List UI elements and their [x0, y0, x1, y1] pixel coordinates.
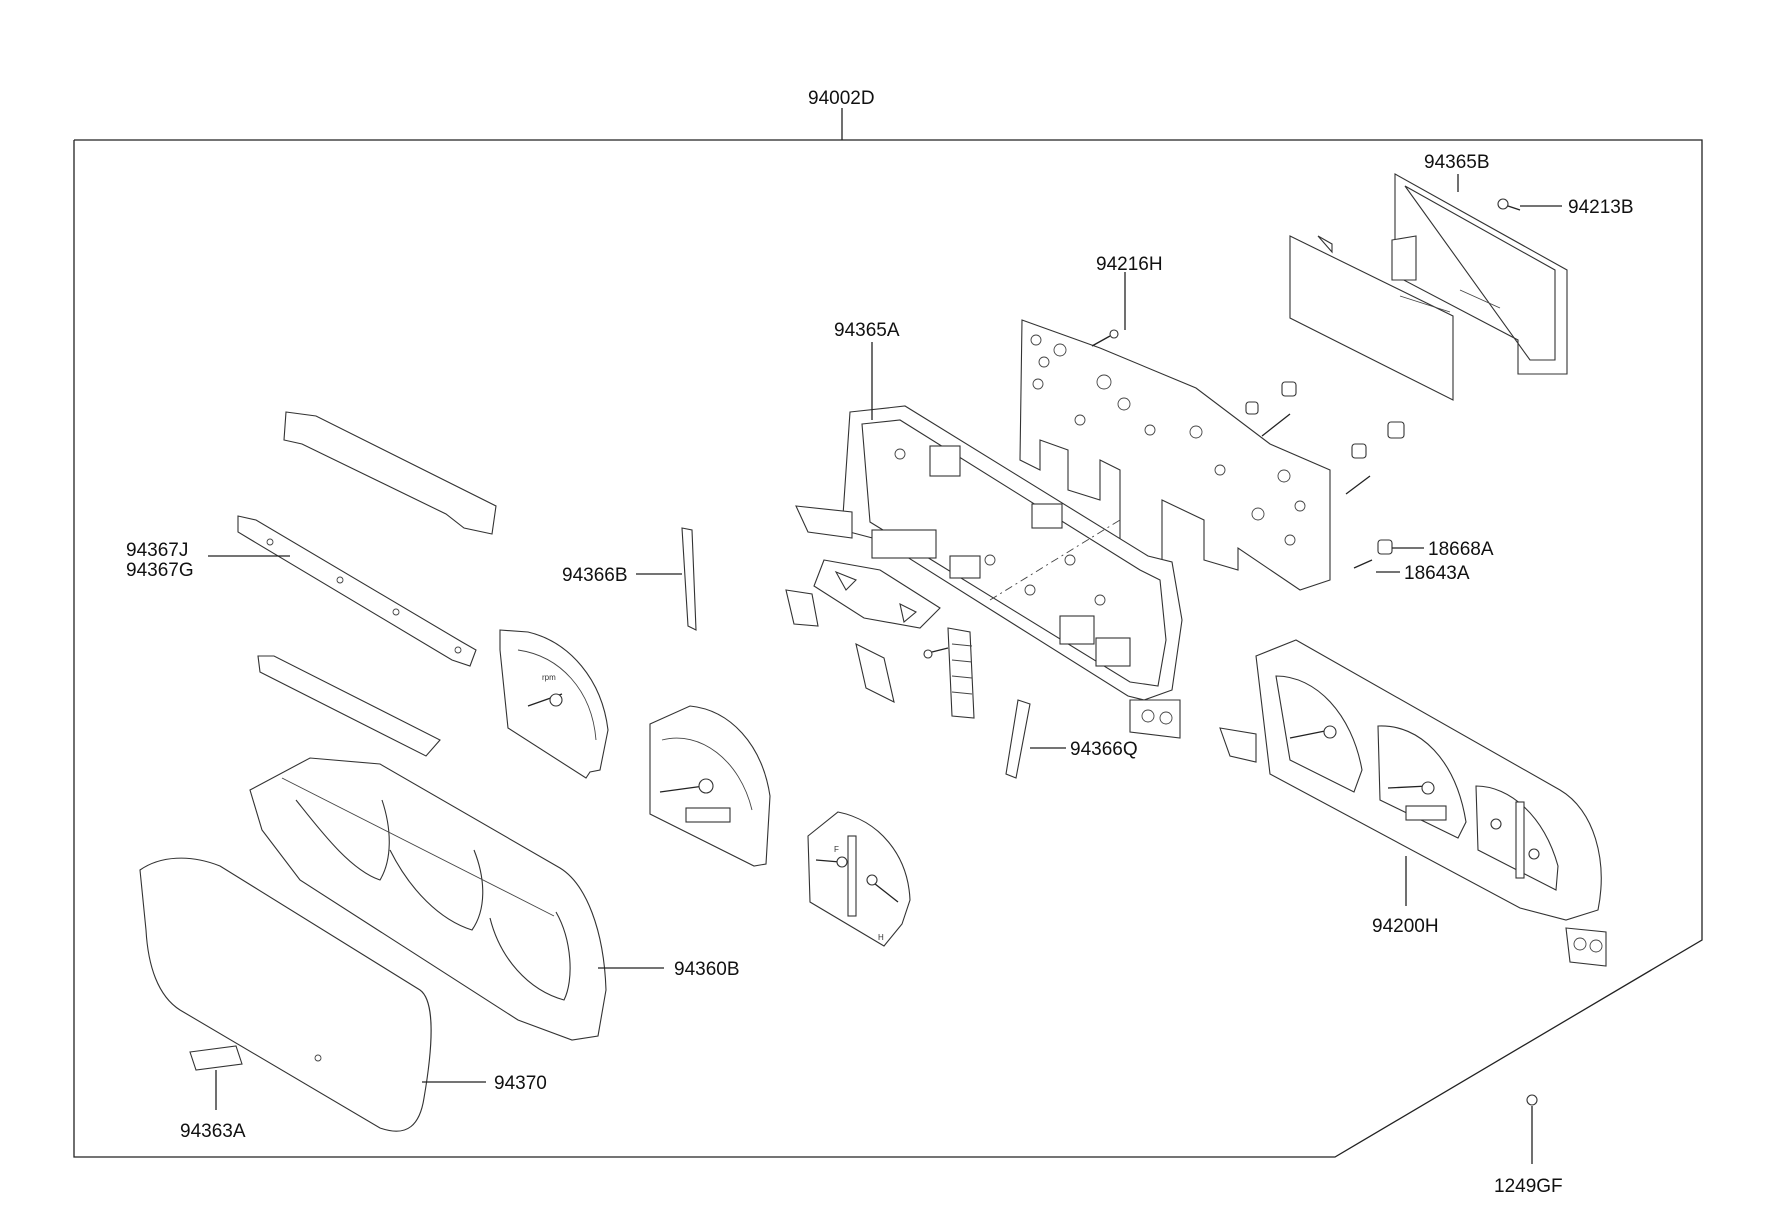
label-94367G: 94367G [126, 560, 194, 581]
bulb-sockets [1245, 381, 1405, 495]
label-94365B: 94365B [1424, 152, 1490, 173]
assembly-frame [73, 108, 1703, 1158]
fuel-f-text: F [834, 845, 839, 854]
led-strip [923, 627, 975, 719]
screw-94216H [1091, 329, 1119, 347]
label-94363A: 94363A [180, 1121, 246, 1142]
part-94363A-pad [189, 1045, 243, 1071]
part-94365B-bracket [1289, 173, 1568, 401]
screw-94213B [1497, 198, 1521, 211]
label-94360B: 94360B [674, 959, 740, 980]
part-94366B-strip [681, 527, 697, 631]
part-94216H-circuit-board [1019, 319, 1331, 591]
upper-bracket [283, 411, 497, 535]
screw-1249GF [1526, 1094, 1538, 1116]
part-94366Q-strip [1005, 699, 1031, 779]
trim-strip [257, 655, 441, 757]
label-94367J: 94367J [126, 540, 188, 561]
label-94200H: 94200H [1372, 916, 1439, 937]
speedometer-face [649, 705, 771, 867]
part-94367J-bracket [237, 515, 477, 667]
fuel-temp-face: F H [807, 811, 911, 947]
label-94365A: 94365A [834, 320, 900, 341]
label-94366B: 94366B [562, 565, 628, 586]
label-94366Q: 94366Q [1070, 739, 1138, 760]
tachometer-face: rpm [499, 629, 609, 779]
label-94213B: 94213B [1568, 197, 1634, 218]
label-94370: 94370 [494, 1073, 547, 1094]
part-94370-glass [139, 857, 432, 1132]
part-94360B-bezel [249, 757, 607, 1041]
label-18668A: 18668A [1428, 539, 1494, 560]
bulb-18668A [1377, 539, 1393, 555]
temp-h-text: H [878, 933, 884, 942]
part-94365A-case [795, 405, 1183, 739]
label-1249GF: 1249GF [1494, 1176, 1563, 1197]
lens-pieces [785, 559, 941, 704]
label-94002D: 94002D [808, 88, 875, 109]
part-94200H-cluster [1219, 639, 1607, 967]
label-18643A: 18643A [1404, 563, 1470, 584]
bulb-18643A [1353, 559, 1373, 569]
label-94216H: 94216H [1096, 254, 1163, 275]
tach-rpm-text: rpm [542, 673, 556, 682]
